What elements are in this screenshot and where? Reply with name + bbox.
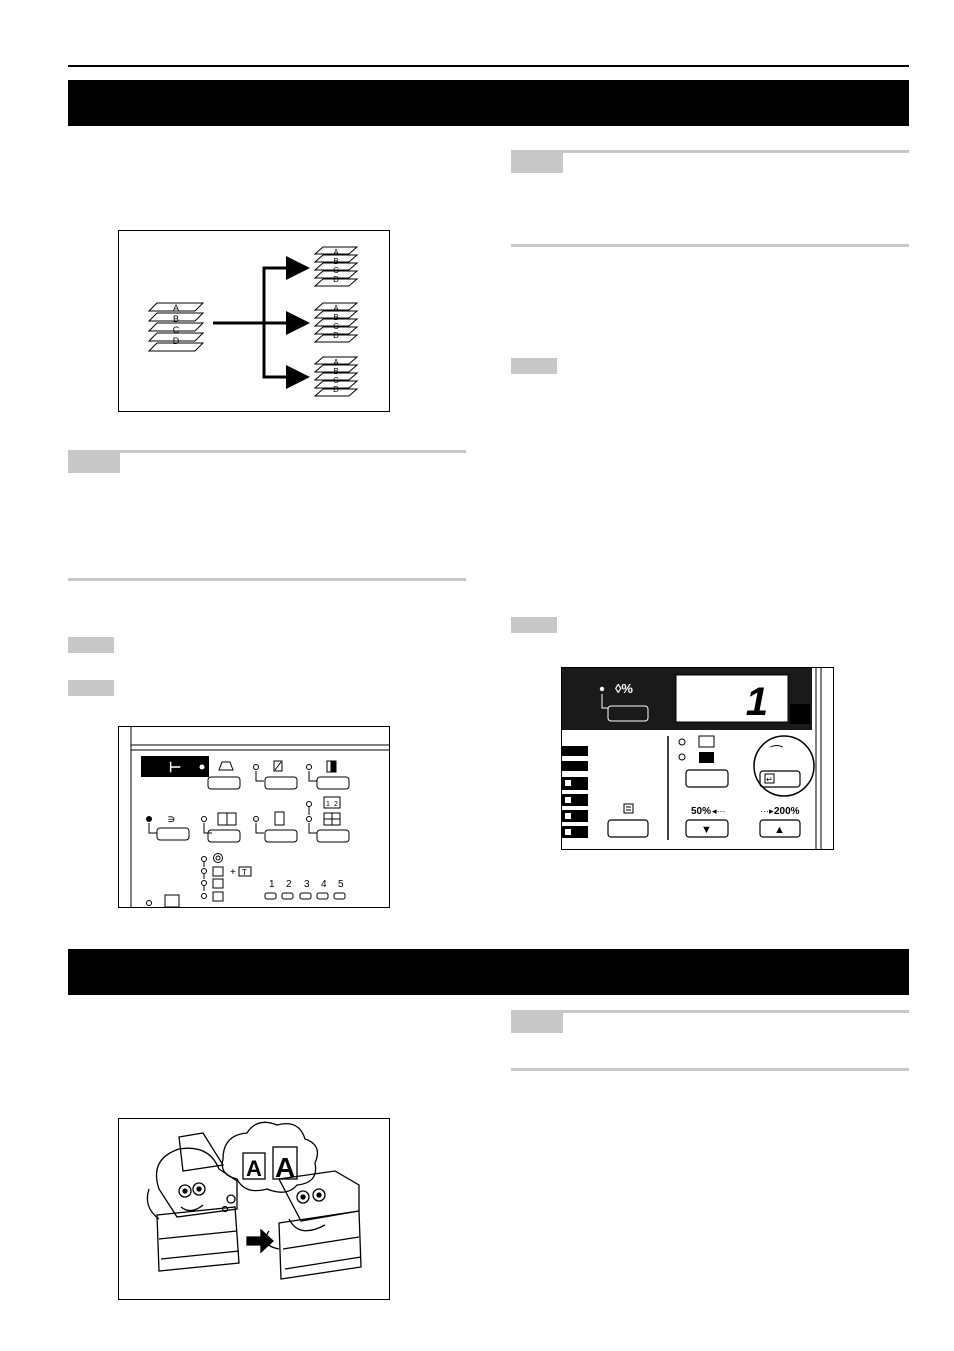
svg-text:···▸: ···▸ — [760, 806, 774, 816]
svg-text:+: + — [230, 867, 236, 878]
copy-count-value: 1 — [746, 680, 768, 724]
source-page-d: D — [173, 336, 180, 346]
svg-text:T: T — [242, 868, 247, 877]
key-row1-3 — [316, 776, 350, 790]
note-rule-right-1 — [511, 150, 909, 153]
sort-key: ⊢ — [141, 756, 209, 777]
reduce-label: 50% — [691, 806, 711, 817]
enlarge-label: 200% — [774, 806, 800, 817]
left-copier-drawing — [146, 1132, 240, 1272]
note-rule-right-2 — [511, 244, 909, 247]
operation-panel-left: ⊢ ∍ — [118, 726, 390, 908]
zoom-down-key — [685, 819, 729, 838]
original-size-icon-2 — [699, 752, 714, 763]
punch-icon — [273, 760, 283, 772]
photo-text-icon — [212, 866, 224, 877]
transition-arrow — [246, 1228, 274, 1254]
step-tab-right-2 — [511, 617, 557, 633]
svg-text:⁀: ⁀ — [770, 745, 783, 761]
source-page-a: A — [173, 303, 179, 313]
svg-text:◂···: ◂··· — [712, 806, 726, 816]
text-mode-icon — [238, 866, 252, 877]
svg-text:C: C — [333, 322, 339, 331]
key-row1-1 — [207, 776, 241, 790]
key-row2-1 — [156, 827, 190, 841]
zoom-key — [607, 705, 649, 722]
thought-bubble — [221, 1121, 319, 1213]
svg-text:∍: ∍ — [167, 812, 176, 826]
svg-text:B: B — [333, 367, 338, 376]
svg-text:2: 2 — [334, 801, 338, 808]
photo-icon — [212, 878, 224, 889]
svg-text:B: B — [333, 257, 338, 266]
svg-text:C: C — [333, 266, 339, 275]
output-stack-1 — [313, 246, 359, 287]
paper-select-key — [607, 819, 649, 838]
right-copier-drawing — [265, 1170, 362, 1280]
svg-text:D: D — [333, 275, 339, 284]
zoom-symbol: ◊% — [615, 681, 633, 696]
svg-text:A: A — [246, 1156, 262, 1181]
combine-2in1-icon — [323, 796, 341, 809]
auto-exposure-icon — [164, 894, 180, 907]
zoom-up-key — [759, 819, 801, 838]
original-size-key — [685, 769, 729, 788]
svg-text:↵: ↵ — [766, 775, 773, 784]
copy-count-display — [675, 674, 789, 723]
exposure-level-3: 3 — [304, 879, 310, 890]
svg-text:A: A — [333, 248, 339, 257]
source-page-c: C — [173, 325, 180, 335]
border-icon — [274, 811, 285, 826]
section-header-bar-2 — [68, 949, 909, 995]
key-row1-2 — [264, 776, 298, 790]
svg-text:D: D — [333, 385, 339, 394]
sort-diagram: A B C D A B C D A B C — [118, 230, 390, 412]
enter-key — [759, 770, 801, 788]
key-row2-3 — [264, 829, 298, 843]
svg-text:▲: ▲ — [774, 824, 785, 836]
svg-text:A: A — [275, 1152, 295, 1183]
text-icon — [212, 891, 224, 902]
note-tab-left-1 — [68, 450, 120, 473]
output-stack-2 — [313, 302, 359, 343]
section-header-bar-1 — [68, 80, 909, 126]
photo-mode-icon — [213, 853, 223, 863]
svg-text:⊢: ⊢ — [169, 759, 181, 775]
note-rule-right-3 — [511, 1010, 909, 1013]
note-tab-right-3 — [511, 1010, 563, 1033]
source-page-b: B — [173, 314, 179, 324]
original-size-icon-1 — [698, 735, 715, 748]
svg-text:A: A — [333, 304, 339, 313]
svg-text:A: A — [333, 358, 339, 367]
svg-text:1: 1 — [326, 801, 330, 808]
paper-select-icon — [623, 803, 634, 814]
note-tab-right-1 — [511, 150, 563, 173]
note-rule-left-2 — [68, 578, 466, 581]
staple-icon — [218, 761, 234, 771]
svg-text:▼: ▼ — [701, 824, 712, 836]
note-rule-left-1 — [68, 450, 466, 453]
top-rule — [68, 65, 909, 67]
exposure-level-5: 5 — [338, 879, 344, 890]
note-rule-right-4 — [511, 1068, 909, 1071]
copier-illustration: A A — [118, 1118, 390, 1300]
step-tab-left-2 — [68, 680, 114, 696]
output-stack-3 — [313, 356, 359, 397]
svg-text:C: C — [333, 376, 339, 385]
highlight-circle — [753, 735, 815, 797]
exposure-level-2: 2 — [286, 879, 292, 890]
step-tab-right-1 — [511, 358, 557, 374]
source-stack — [147, 302, 205, 352]
svg-text:B: B — [333, 313, 338, 322]
exposure-level-1: 1 — [269, 879, 275, 890]
operation-panel-right: ◊% 1 — [561, 667, 834, 850]
key-row2-2 — [207, 829, 241, 843]
step-tab-left-1 — [68, 637, 114, 653]
exposure-level-4: 4 — [321, 879, 327, 890]
svg-text:D: D — [333, 331, 339, 340]
key-row2-4 — [316, 829, 350, 843]
